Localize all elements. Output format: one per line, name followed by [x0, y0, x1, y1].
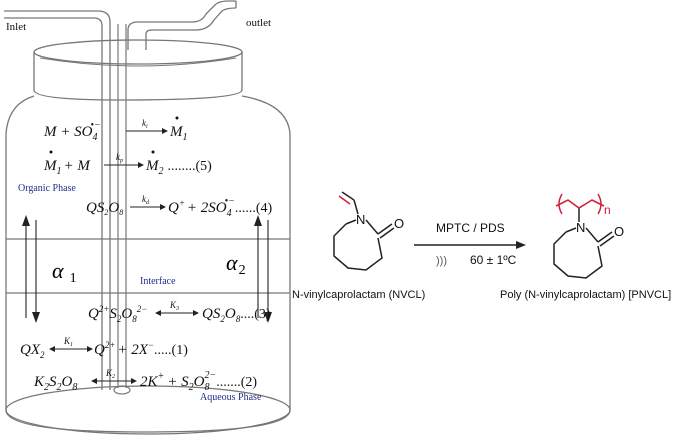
svg-text:2K++ S2O82−.......(2): 2K++ S2O82−.......(2) — [140, 370, 257, 393]
polymer-name: Poly (N-vinylcaprolactam) [PNVCL] — [500, 289, 671, 301]
svg-text:Q2++ 2X−.....(1): Q2++ 2X−.....(1) — [94, 340, 188, 358]
svg-text:Q2+S2O82−: Q2+S2O82− — [88, 304, 147, 324]
interface-label: Interface — [140, 276, 176, 287]
reactor-lid — [33, 52, 243, 101]
monomer-name: N-vinylcaprolactam (NVCL) — [292, 289, 425, 301]
svg-text:kd: kd — [142, 194, 150, 206]
svg-text:QS2O8....(3): QS2O8....(3) — [202, 306, 271, 324]
equation-initiation: M + SO4•− ki M1 — [43, 116, 188, 143]
reaction-arrow — [414, 241, 526, 249]
catalyst-label: MPTC / PDS — [436, 221, 505, 235]
reactor-vessel — [4, 0, 291, 435]
polymer-backbone — [555, 193, 605, 215]
svg-text:M1: M1 — [169, 124, 188, 143]
repeat-unit-n: n — [604, 203, 611, 217]
organic-phase-label: Organic Phase — [18, 183, 76, 194]
alpha2-arrows — [254, 215, 272, 323]
svg-text:M + SO4•−: M + SO4•− — [43, 120, 101, 143]
equation-2: K2S2O8 K2 2K++ S2O82−.......(2) — [33, 368, 257, 393]
nvcl-atom-n: N — [356, 212, 365, 227]
nvcl-atom-o: O — [394, 216, 404, 231]
inlet-tube — [4, 10, 111, 390]
alpha1-arrows — [22, 215, 40, 323]
inlet-label: Inlet — [6, 21, 26, 33]
pnvcl-atom-o: O — [614, 224, 624, 239]
condition-label: 60 ± 1ºC — [470, 253, 517, 267]
reactor-body — [5, 95, 291, 433]
nvcl-structure: N O — [333, 191, 404, 271]
svg-text:Q++ 2SO4•−......(4): Q++ 2SO4•−......(4) — [168, 196, 273, 219]
aqueous-phase-label: Aqueous Phase — [200, 392, 262, 403]
equation-3: Q2+S2O82− K3 QS2O8....(3) — [88, 300, 271, 324]
pnvcl-atom-n: N — [576, 220, 585, 235]
svg-text:M1+ M: M1+ M — [43, 158, 91, 177]
svg-text:QS2O8: QS2O8 — [86, 200, 123, 217]
outlet-label: outlet — [246, 17, 271, 29]
svg-text:K3: K3 — [169, 300, 179, 312]
svg-text:K2: K2 — [105, 368, 115, 380]
svg-text:kp: kp — [116, 152, 123, 164]
ultrasound-icon: ))) — [436, 255, 447, 267]
svg-text:M2........(5): M2........(5) — [145, 158, 212, 177]
svg-text:QX2: QX2 — [20, 342, 45, 360]
pnvcl-structure: n N O — [553, 193, 624, 279]
alpha2-symbol: α2 — [226, 250, 246, 278]
svg-text:ki: ki — [142, 118, 148, 130]
svg-text:K2S2O8: K2S2O8 — [33, 374, 77, 393]
equation-4: QS2O8 kd Q++ 2SO4•−......(4) — [86, 194, 273, 219]
outlet-tube — [127, 0, 236, 50]
equation-1: QX2 K1 Q2++ 2X−.....(1) — [20, 336, 188, 360]
equation-5: M1+ M kp M2........(5) — [43, 150, 212, 177]
svg-text:K1: K1 — [63, 336, 73, 348]
